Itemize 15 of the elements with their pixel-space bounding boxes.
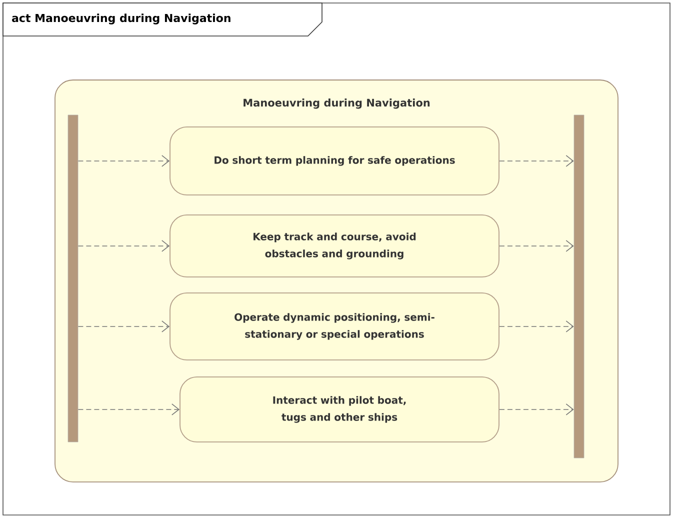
action-box: Operate dynamic positioning, semi-stationary or special operations <box>170 292 500 360</box>
arrow <box>78 240 170 252</box>
sync-bar <box>68 114 78 442</box>
arrow <box>78 320 170 332</box>
action-box: Interact with pilot boat, tugs and other ships <box>180 376 500 442</box>
arrow <box>78 404 180 416</box>
arrow <box>499 240 574 252</box>
arrow <box>499 155 574 167</box>
action-box: Do short term planning for safe operations <box>170 126 500 196</box>
frame-title: act Manoeuvring during Navigation <box>12 14 230 24</box>
arrow <box>499 320 574 332</box>
arrow <box>499 404 574 416</box>
arrow <box>78 155 170 167</box>
action-box: Keep track and course, avoid obstacles and grounding <box>170 214 500 278</box>
sync-bar <box>574 114 584 458</box>
